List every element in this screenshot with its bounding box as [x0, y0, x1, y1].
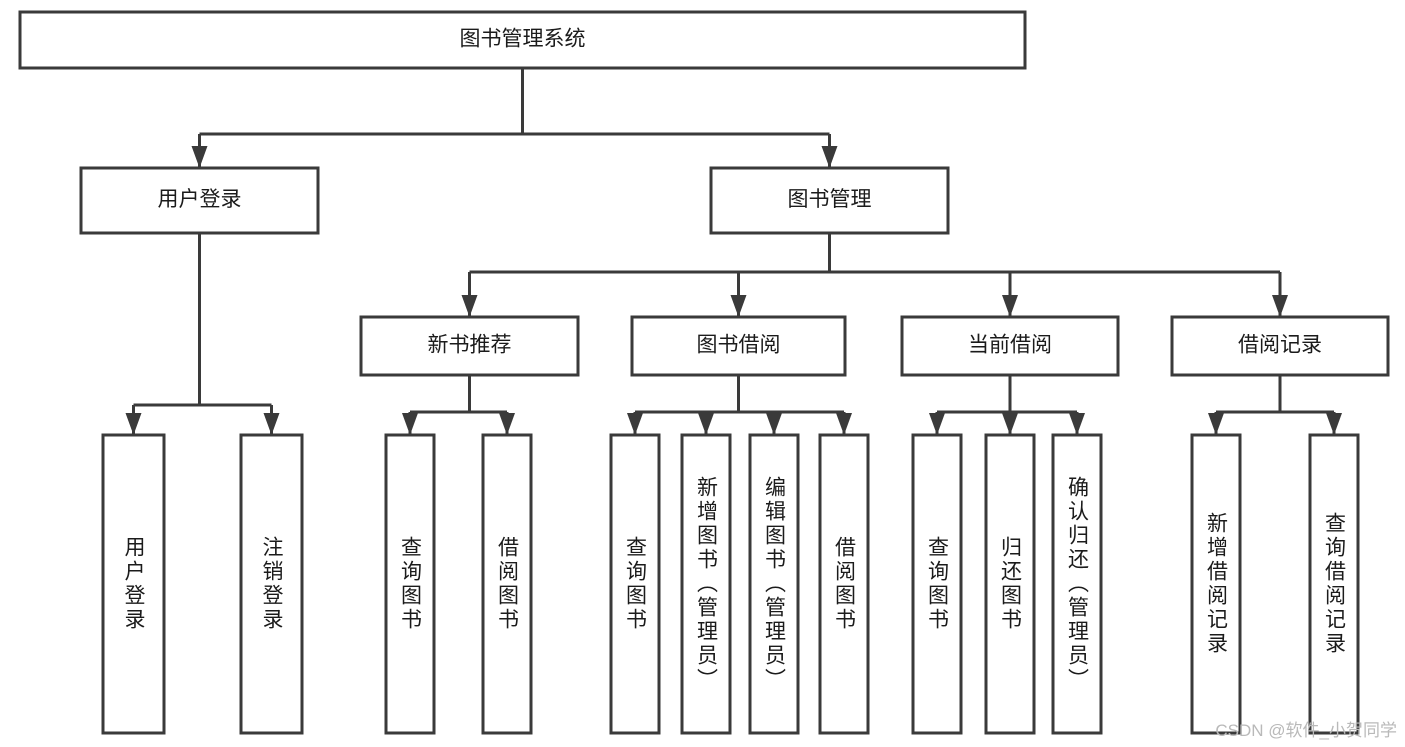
node-book-borrow[interactable]: 图书借阅	[630, 315, 847, 377]
arrow-head-icon	[698, 413, 714, 435]
node-user-login-rect	[79, 166, 320, 235]
node-borrow-record[interactable]: 借阅记录	[1170, 315, 1390, 377]
node-leaf-user-login-label: 用户登录	[122, 536, 146, 632]
node-leaf-add-record-rect	[1190, 433, 1242, 735]
node-leaf-query-record[interactable]: 查询借阅记录	[1308, 433, 1360, 735]
node-new-book-rec-rect	[359, 315, 580, 377]
node-leaf-user-login[interactable]: 用户登录	[101, 433, 166, 735]
node-borrow-record-rect	[1170, 315, 1390, 377]
node-book-manage-label: 图书管理	[788, 188, 872, 211]
node-leaf-query-book-3-label: 查询图书	[926, 536, 950, 632]
node-book-borrow-label: 图书借阅	[697, 334, 781, 357]
arrow-head-icon	[125, 413, 142, 435]
node-leaf-borrow-book-1[interactable]: 借阅图书	[481, 433, 533, 735]
node-leaf-logout-label: 注销登录	[260, 536, 284, 632]
arrow-head-icon	[627, 413, 643, 435]
node-leaf-query-book-2-rect	[609, 433, 661, 735]
node-leaf-query-book-1-rect	[384, 433, 436, 735]
node-root-rect	[18, 10, 1027, 70]
arrow-head-icon	[1208, 413, 1224, 435]
arrow-head-icon	[730, 295, 747, 317]
arrow-head-icon	[1002, 413, 1018, 435]
node-current-borrow[interactable]: 当前借阅	[900, 315, 1120, 377]
node-leaf-edit-book-label: 编辑图书（管理员）	[763, 476, 787, 692]
arrow-head-icon	[402, 413, 418, 435]
node-leaf-confirm-return-rect	[1051, 433, 1103, 735]
node-leaf-query-book-2[interactable]: 查询图书	[609, 433, 661, 735]
node-book-manage-rect	[709, 166, 950, 235]
node-leaf-return-book-label: 归还图书	[999, 536, 1023, 632]
arrow-head-icon	[766, 413, 782, 435]
arrow-head-icon	[263, 413, 280, 435]
node-leaf-query-book-3[interactable]: 查询图书	[911, 433, 963, 735]
node-leaf-borrow-book-2-rect	[818, 433, 870, 735]
node-leaf-query-book-1-label: 查询图书	[399, 536, 423, 632]
arrow-head-icon	[499, 413, 515, 435]
node-leaf-query-record-label: 查询借阅记录	[1323, 512, 1347, 656]
arrow-head-icon	[1326, 413, 1342, 435]
arrow-head-icon	[929, 413, 945, 435]
node-leaf-borrow-book-2[interactable]: 借阅图书	[818, 433, 870, 735]
arrow-head-icon	[461, 295, 478, 317]
node-leaf-borrow-book-1-rect	[481, 433, 533, 735]
node-root[interactable]: 图书管理系统	[18, 10, 1027, 70]
node-current-borrow-label: 当前借阅	[968, 334, 1052, 357]
arrow-head-icon	[1069, 413, 1085, 435]
node-new-book-rec-label: 新书推荐	[428, 334, 512, 357]
node-book-borrow-rect	[630, 315, 847, 377]
node-leaf-query-book-1[interactable]: 查询图书	[384, 433, 436, 735]
node-leaf-add-book-rect	[680, 433, 732, 735]
node-leaf-query-book-2-label: 查询图书	[624, 536, 648, 632]
node-book-manage[interactable]: 图书管理	[709, 166, 950, 235]
node-leaf-add-record-label: 新增借阅记录	[1205, 512, 1229, 656]
node-leaf-confirm-return-label: 确认归还（管理员）	[1066, 476, 1090, 692]
node-leaf-query-book-3-rect	[911, 433, 963, 735]
node-leaf-add-book-label: 新增图书（管理员）	[695, 476, 719, 692]
node-user-login-label: 用户登录	[158, 188, 242, 211]
node-leaf-return-book[interactable]: 归还图书	[984, 433, 1036, 735]
node-leaf-edit-book-rect	[748, 433, 800, 735]
node-user-login[interactable]: 用户登录	[79, 166, 320, 235]
node-leaf-return-book-rect	[984, 433, 1036, 735]
node-boxes: 图书管理系统用户登录图书管理新书推荐图书借阅当前借阅借阅记录用户登录注销登录查询…	[18, 10, 1390, 735]
node-leaf-borrow-book-1-label: 借阅图书	[496, 536, 520, 632]
node-leaf-user-login-rect	[101, 433, 166, 735]
node-leaf-logout-rect	[239, 433, 304, 735]
node-root-label: 图书管理系统	[460, 28, 586, 51]
arrow-head-icon	[191, 146, 208, 168]
node-leaf-add-book[interactable]: 新增图书（管理员）	[680, 433, 732, 735]
node-leaf-borrow-book-2-label: 借阅图书	[833, 536, 857, 632]
arrow-head-icon	[821, 146, 838, 168]
node-leaf-confirm-return[interactable]: 确认归还（管理员）	[1051, 433, 1103, 735]
node-leaf-add-record[interactable]: 新增借阅记录	[1190, 433, 1242, 735]
node-current-borrow-rect	[900, 315, 1120, 377]
node-borrow-record-label: 借阅记录	[1238, 334, 1322, 357]
arrow-head-icon	[836, 413, 852, 435]
arrow-head-icon	[1272, 295, 1288, 317]
connector-edges	[125, 68, 1342, 435]
node-leaf-edit-book[interactable]: 编辑图书（管理员）	[748, 433, 800, 735]
node-leaf-query-record-rect	[1308, 433, 1360, 735]
node-leaf-logout[interactable]: 注销登录	[239, 433, 304, 735]
node-new-book-rec[interactable]: 新书推荐	[359, 315, 580, 377]
arrow-head-icon	[1002, 295, 1018, 317]
